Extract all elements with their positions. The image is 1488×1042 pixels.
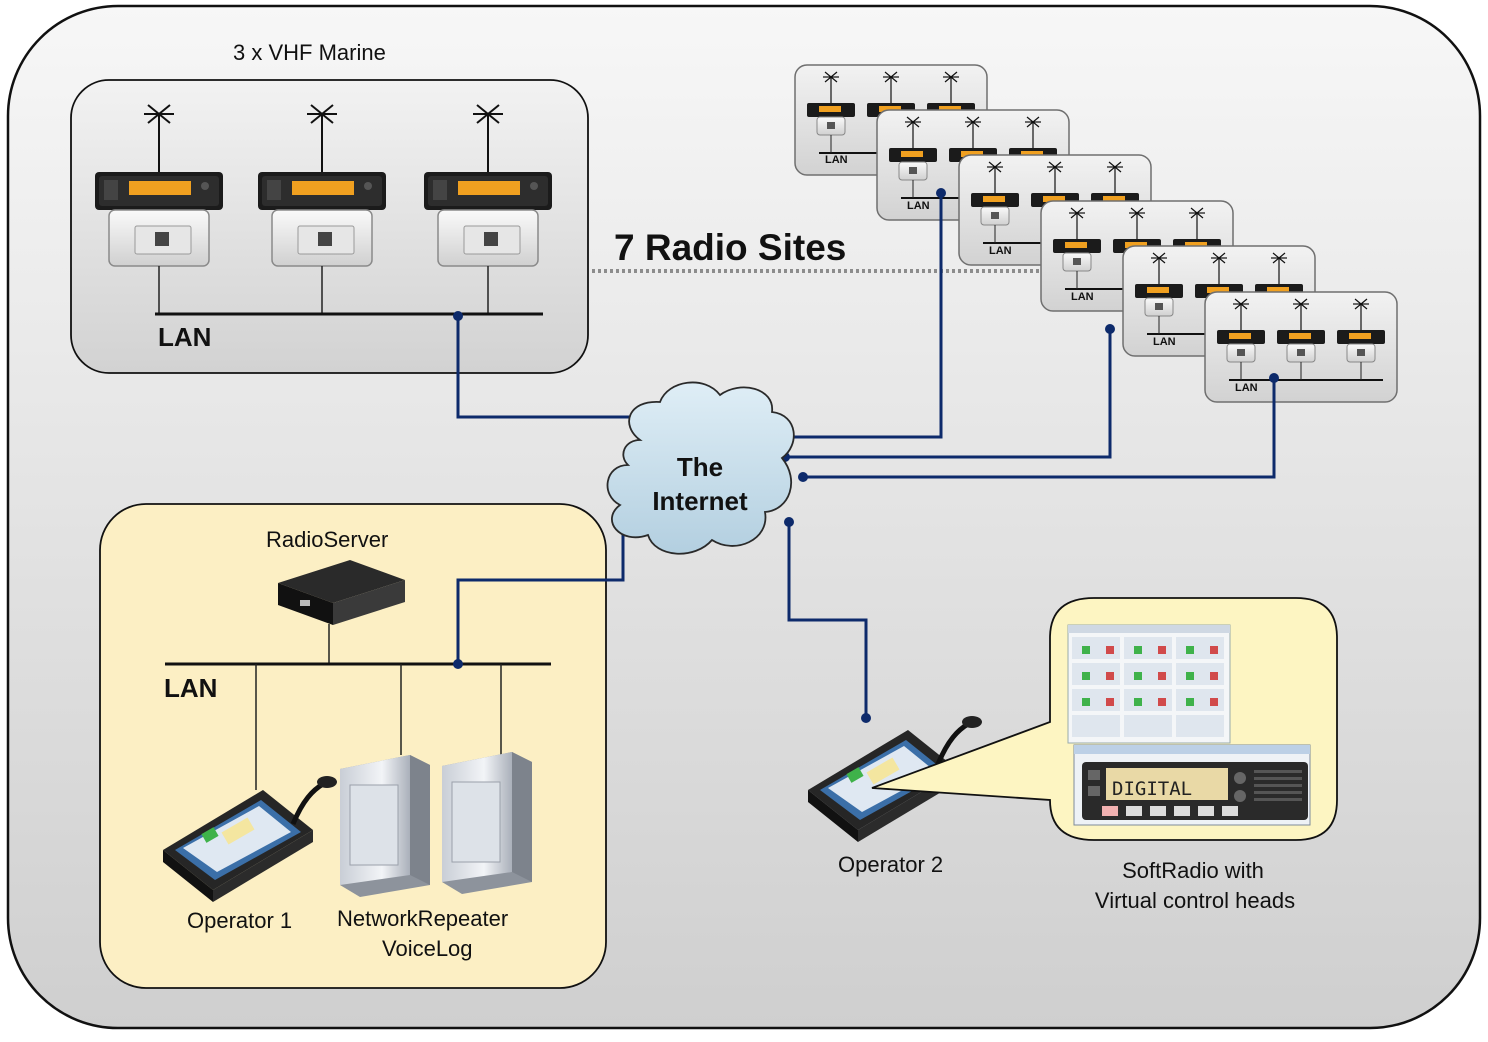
site-4-lan-label: LAN [1071, 291, 1094, 303]
site-3-lan-label: LAN [989, 245, 1012, 257]
site-6-lan-label: LAN [1235, 382, 1258, 394]
site-1-lan-label: LAN [825, 154, 848, 166]
radio-server-label: RadioServer [266, 527, 389, 552]
cloud-label-line1: The [676, 452, 724, 482]
radio-server-device [278, 560, 405, 625]
operator1-label: Operator 1 [187, 908, 293, 933]
softradio-display-text: DIGITAL [1112, 778, 1192, 800]
marine-lan-label: LAN [158, 322, 212, 352]
operator2-label: Operator 2 [838, 852, 944, 877]
voicelog-server [441, 751, 533, 895]
softradio-channel-window [1067, 624, 1231, 744]
site-2-lan-label: LAN [907, 200, 930, 212]
voicelog-label: VoiceLog [382, 936, 473, 961]
network-repeater-server [339, 754, 431, 898]
radio-site-6 [1205, 292, 1397, 402]
sites-title: 7 Radio Sites [614, 227, 847, 268]
softradio-control-head-window: DIGITAL [1073, 744, 1311, 826]
repeater-label: NetworkRepeater [337, 906, 509, 931]
network-links [456, 193, 1276, 718]
cloud-label-line2: Internet [652, 486, 748, 516]
site-5-lan-label: LAN [1153, 336, 1176, 348]
softradio-label-line1: SoftRadio with [1122, 858, 1264, 883]
marine-title: 3 x VHF Marine [233, 40, 386, 65]
office-lan-label: LAN [164, 673, 218, 703]
softradio-label-line2: Virtual control heads [1094, 888, 1296, 913]
internet-cloud [606, 381, 795, 555]
